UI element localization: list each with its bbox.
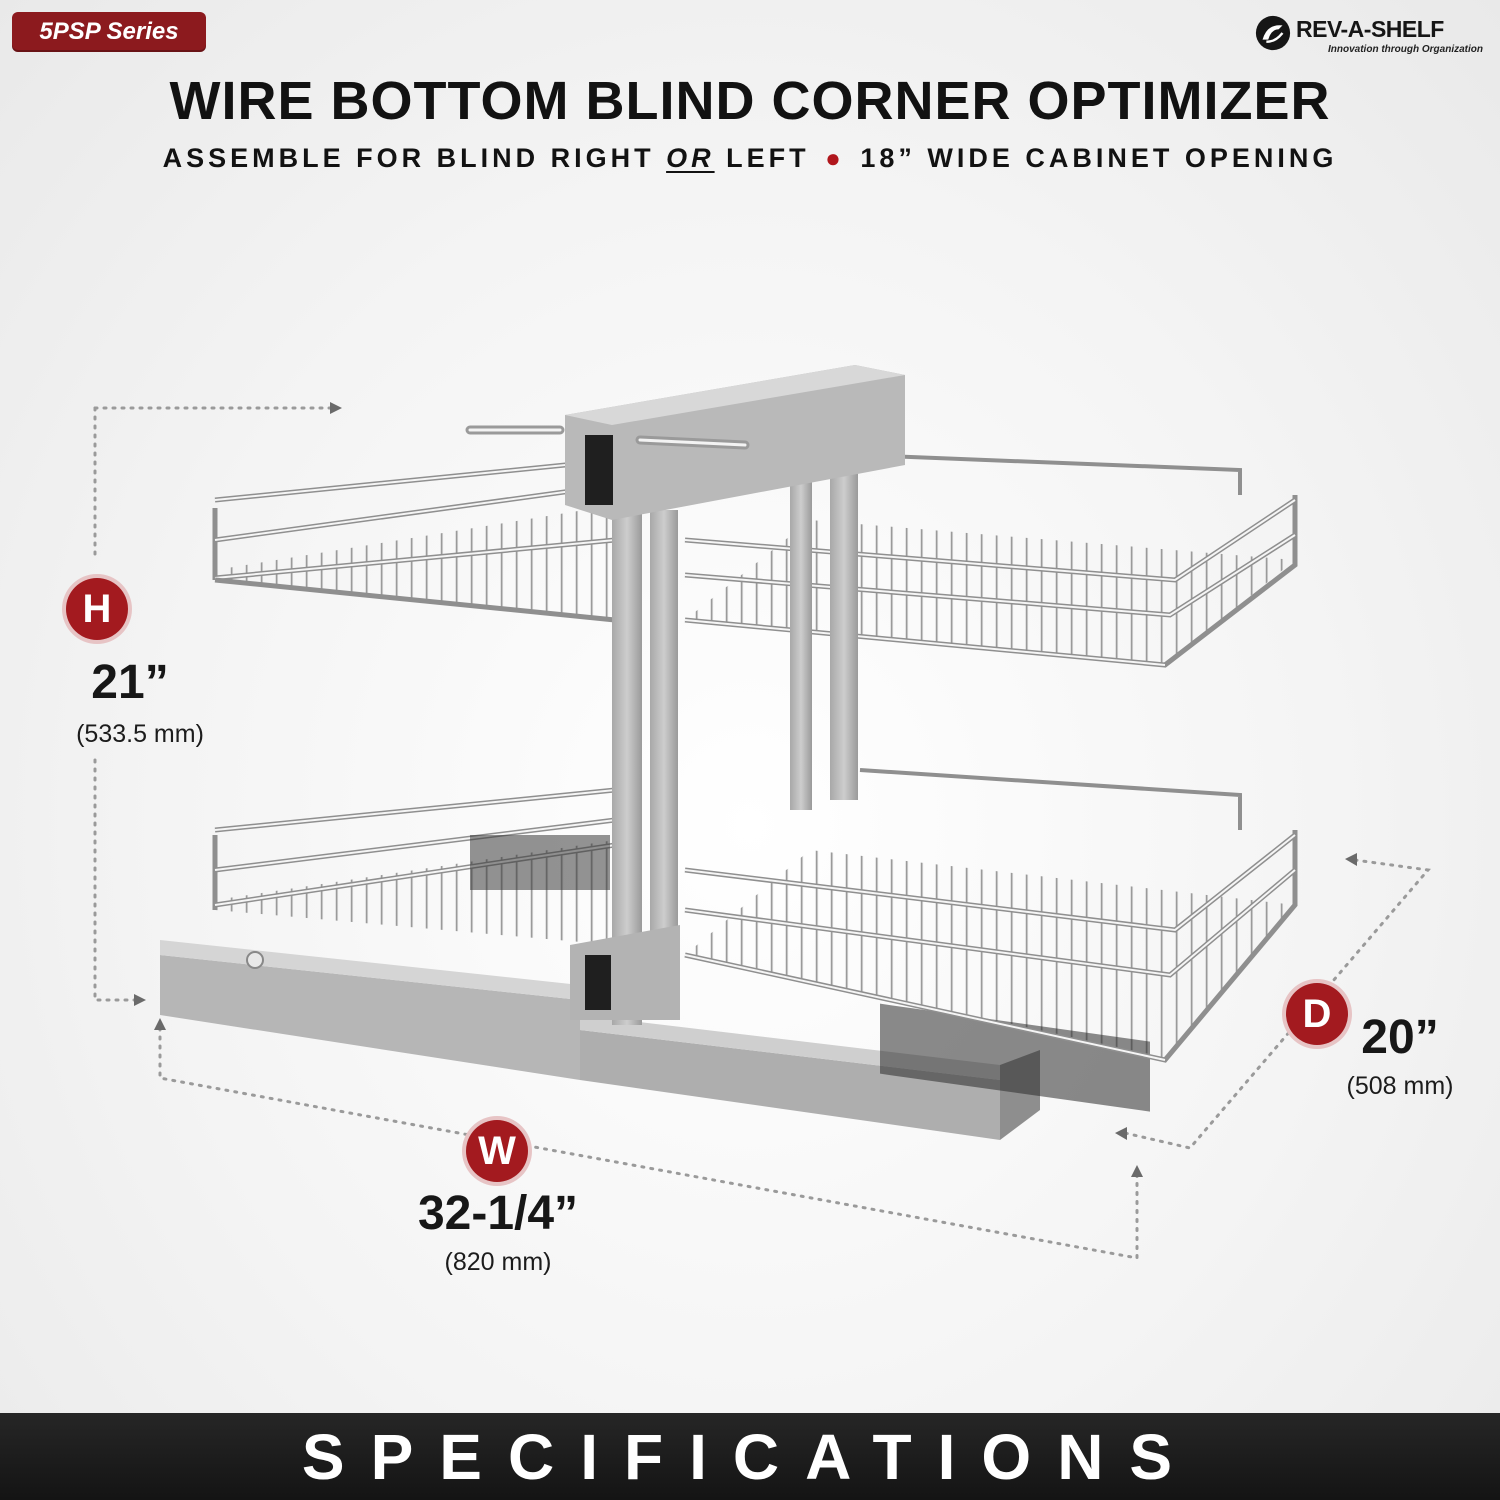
height-dimension-marker: H xyxy=(66,578,128,640)
basket-lower-left xyxy=(212,787,616,945)
page-title: WIRE BOTTOM BLIND CORNER OPTIMIZER xyxy=(169,71,1331,131)
footer-banner: SPECIFICATIONS xyxy=(0,1413,1500,1500)
depth-dimension-marker: D xyxy=(1286,983,1348,1045)
depth-metric: (508 mm) xyxy=(1346,1072,1454,1100)
dimension-lines xyxy=(93,406,1431,1260)
brand-name: REV-A-SHELF xyxy=(1296,16,1444,42)
series-badge: 5PSP Series xyxy=(12,12,206,52)
dimension-arrowheads xyxy=(134,402,1357,1177)
height-metric: (533.5 mm) xyxy=(76,720,204,748)
subtitle-or: OR xyxy=(666,143,715,173)
width-dimension-marker: W xyxy=(466,1120,528,1182)
brand-tagline: Innovation through Organization xyxy=(1328,44,1483,55)
page-subtitle: ASSEMBLE FOR BLIND RIGHT OR LEFT ● 18” W… xyxy=(0,143,1500,174)
subtitle-part-2: LEFT xyxy=(726,143,810,173)
brand-mark-icon xyxy=(1255,15,1291,51)
brand-logo: REV-A-SHELF Innovation through Organizat… xyxy=(1254,8,1490,60)
basket-upper-left xyxy=(212,457,616,623)
height-value: 21” xyxy=(91,656,169,709)
width-value: 32-1/4” xyxy=(417,1187,579,1240)
basket-lower-right xyxy=(684,768,1298,1112)
width-metric: (820 mm) xyxy=(444,1248,552,1276)
center-post xyxy=(465,365,905,1025)
depth-value: 20” xyxy=(1361,1011,1439,1064)
bullet-dot-icon: ● xyxy=(825,143,845,173)
subtitle-part-1: ASSEMBLE FOR BLIND RIGHT xyxy=(162,143,655,173)
subtitle-part-3: 18” WIDE CABINET OPENING xyxy=(860,143,1338,173)
